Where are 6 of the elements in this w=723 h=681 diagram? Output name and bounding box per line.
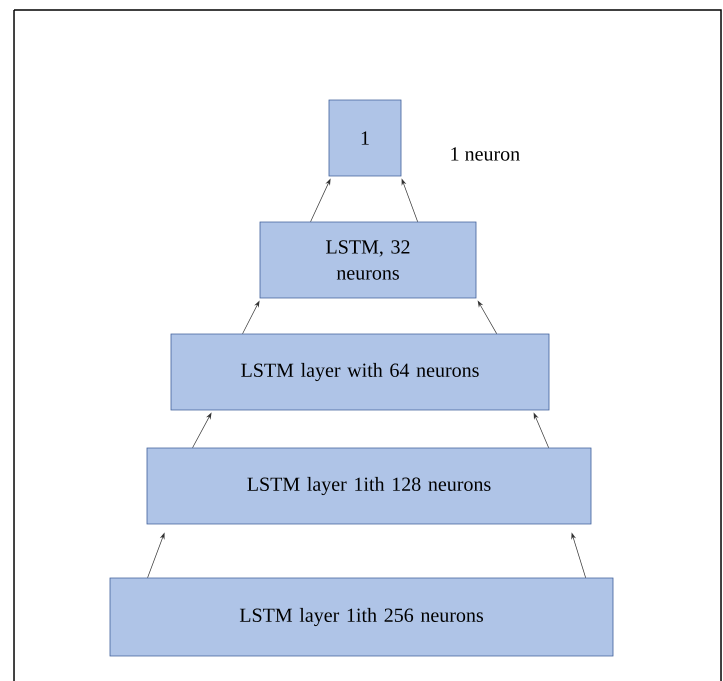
- layer-box: LSTM, 32 neurons: [260, 222, 476, 298]
- layer-size-label: 1 neuron: [451, 147, 520, 161]
- layer-box: LSTM layer 1ith 128 neurons: [146, 448, 592, 524]
- layer-box: 1: [328, 100, 402, 176]
- layer-box: LSTM layer 1ith 256 neurons: [110, 578, 614, 656]
- layer-box: LSTM layer with 64 neurons: [170, 334, 550, 410]
